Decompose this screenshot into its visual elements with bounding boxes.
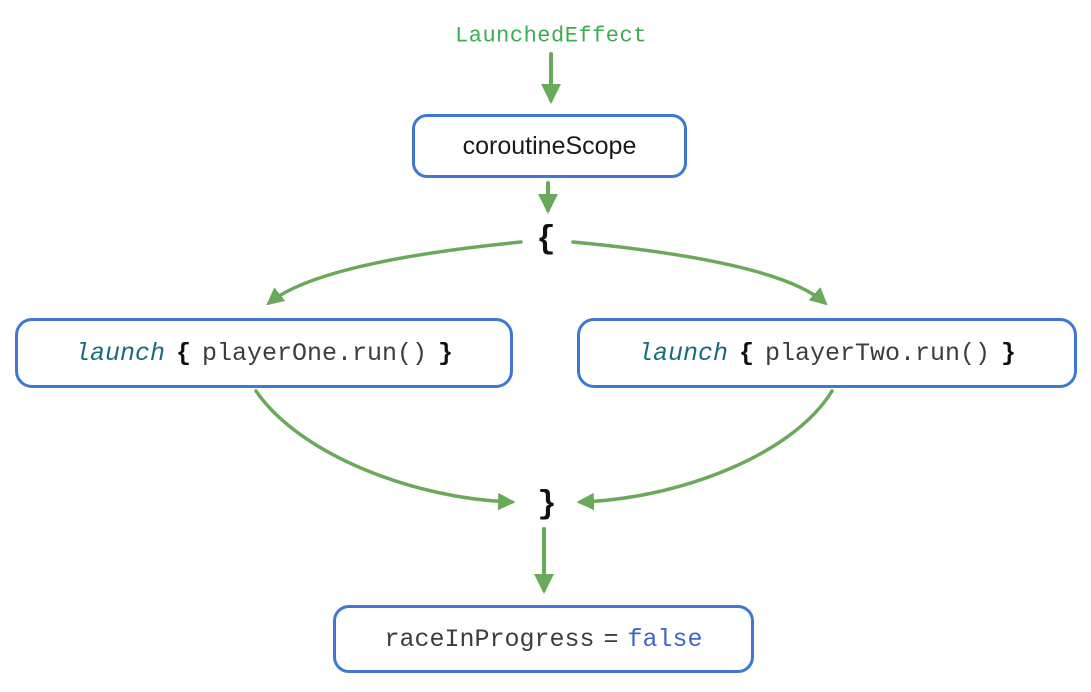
launch-player-one-node: launch { playerOne.run() }: [15, 318, 513, 388]
launch-one-open-brace: {: [175, 338, 191, 368]
launch-two-close-brace: }: [1001, 338, 1017, 368]
arrow-player-two-to-close-brace: [576, 389, 834, 511]
launch-two-keyword: launch: [637, 338, 728, 368]
arrow-brace-to-player-two: [571, 240, 828, 306]
result-value: false: [627, 624, 703, 654]
launch-two-open-brace: {: [738, 338, 754, 368]
launch-two-body: playerTwo.run(): [764, 338, 991, 368]
result-equals: =: [603, 624, 619, 654]
launch-player-two-node: launch { playerTwo.run() }: [577, 318, 1077, 388]
launch-one-close-brace: }: [438, 338, 454, 368]
result-variable: raceInProgress: [384, 624, 595, 654]
launch-one-keyword: launch: [74, 338, 165, 368]
launch-one-body: playerOne.run(): [201, 338, 428, 368]
coroutine-scope-label: coroutineScope: [462, 131, 637, 160]
arrow-player-one-to-close-brace: [254, 389, 516, 511]
coroutine-scope-node: coroutineScope: [412, 114, 687, 178]
flow-open-brace: {: [536, 221, 556, 258]
flow-close-brace: }: [537, 486, 557, 523]
race-in-progress-node: raceInProgress = false: [333, 605, 754, 673]
arrow-brace-to-player-one: [266, 240, 523, 306]
launched-effect-label: LaunchedEffect: [455, 23, 647, 49]
